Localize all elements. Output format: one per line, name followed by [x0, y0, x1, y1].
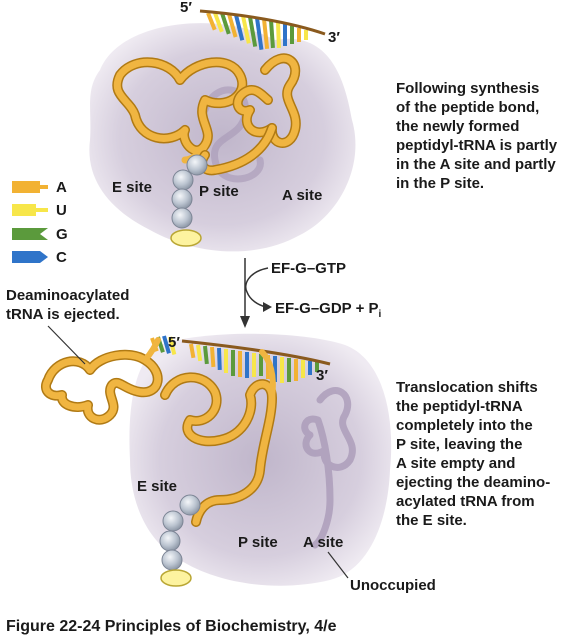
adenine-icon	[12, 181, 48, 193]
curved-arrow	[245, 267, 269, 308]
down-arrow-head-icon	[240, 316, 250, 328]
curved-arrow-head-icon	[263, 302, 272, 312]
ef-g-gtp-label: EF-G–GTP	[271, 260, 346, 277]
e-site-label-top: E site	[112, 179, 152, 196]
a-site-label-bottom: A site	[303, 534, 343, 551]
uracil-icon	[12, 204, 48, 216]
svg-text:U: U	[56, 202, 67, 219]
p-site-label-top: P site	[199, 183, 239, 200]
mrna-top	[199, 9, 326, 50]
ef-g-gdp-label: EF-G–GDP + Pi	[275, 300, 382, 320]
svg-text:G: G	[56, 226, 68, 243]
legend-item-c: C	[12, 249, 67, 266]
mrna-5-end-top: 5′	[180, 0, 192, 16]
ejected-trna-label: Deaminoacylated tRNA is ejected.	[6, 287, 130, 323]
ghost-trna-a-site	[301, 387, 356, 549]
unoccupied-pointer-line	[327, 551, 349, 579]
ejected-trna	[41, 337, 163, 425]
mrna-3-end-bottom: 3′	[316, 367, 328, 384]
bottom-panel: 5′ 3′ E site P site A site Unoccupied	[41, 325, 436, 594]
guanine-icon	[12, 228, 48, 240]
svg-text:C: C	[56, 249, 67, 266]
ef-g-reaction: EF-G–GTP EF-G–GDP + Pi	[240, 258, 382, 328]
peptidyl-trna-bottom	[160, 349, 277, 527]
caption-bottom: Translocation shifts the peptidyl-tRNA c…	[396, 379, 551, 529]
mrna-5-end-bottom: 5′	[168, 334, 180, 351]
legend-item-u: U	[12, 202, 67, 219]
mrna-3-end-top: 3′	[328, 29, 340, 46]
ejected-pointer-line	[47, 325, 86, 365]
base-legend: A U G C	[12, 179, 68, 266]
polypeptide-chain-bottom	[159, 494, 201, 587]
p-site-label-bottom: P site	[238, 534, 278, 551]
polypeptide-chain-top	[170, 154, 208, 247]
cytosine-icon	[12, 251, 48, 263]
mrna-bases-top	[206, 12, 308, 50]
a-site-label-top: A site	[282, 187, 322, 204]
top-panel: 5′ 3′ E site P site A site	[89, 0, 356, 252]
ghost-trna-top	[201, 86, 264, 183]
caption-top: Following synthesis of the peptide bond,…	[396, 80, 558, 192]
figure-credit: Figure 22-24 Principles of Biochemistry,…	[6, 618, 337, 635]
mrna-bottom	[150, 335, 331, 383]
svg-text:A: A	[56, 179, 67, 196]
unoccupied-label: Unoccupied	[350, 577, 436, 594]
legend-item-a: A	[12, 179, 67, 196]
legend-item-g: G	[12, 226, 68, 243]
e-site-label-bottom: E site	[137, 478, 177, 495]
